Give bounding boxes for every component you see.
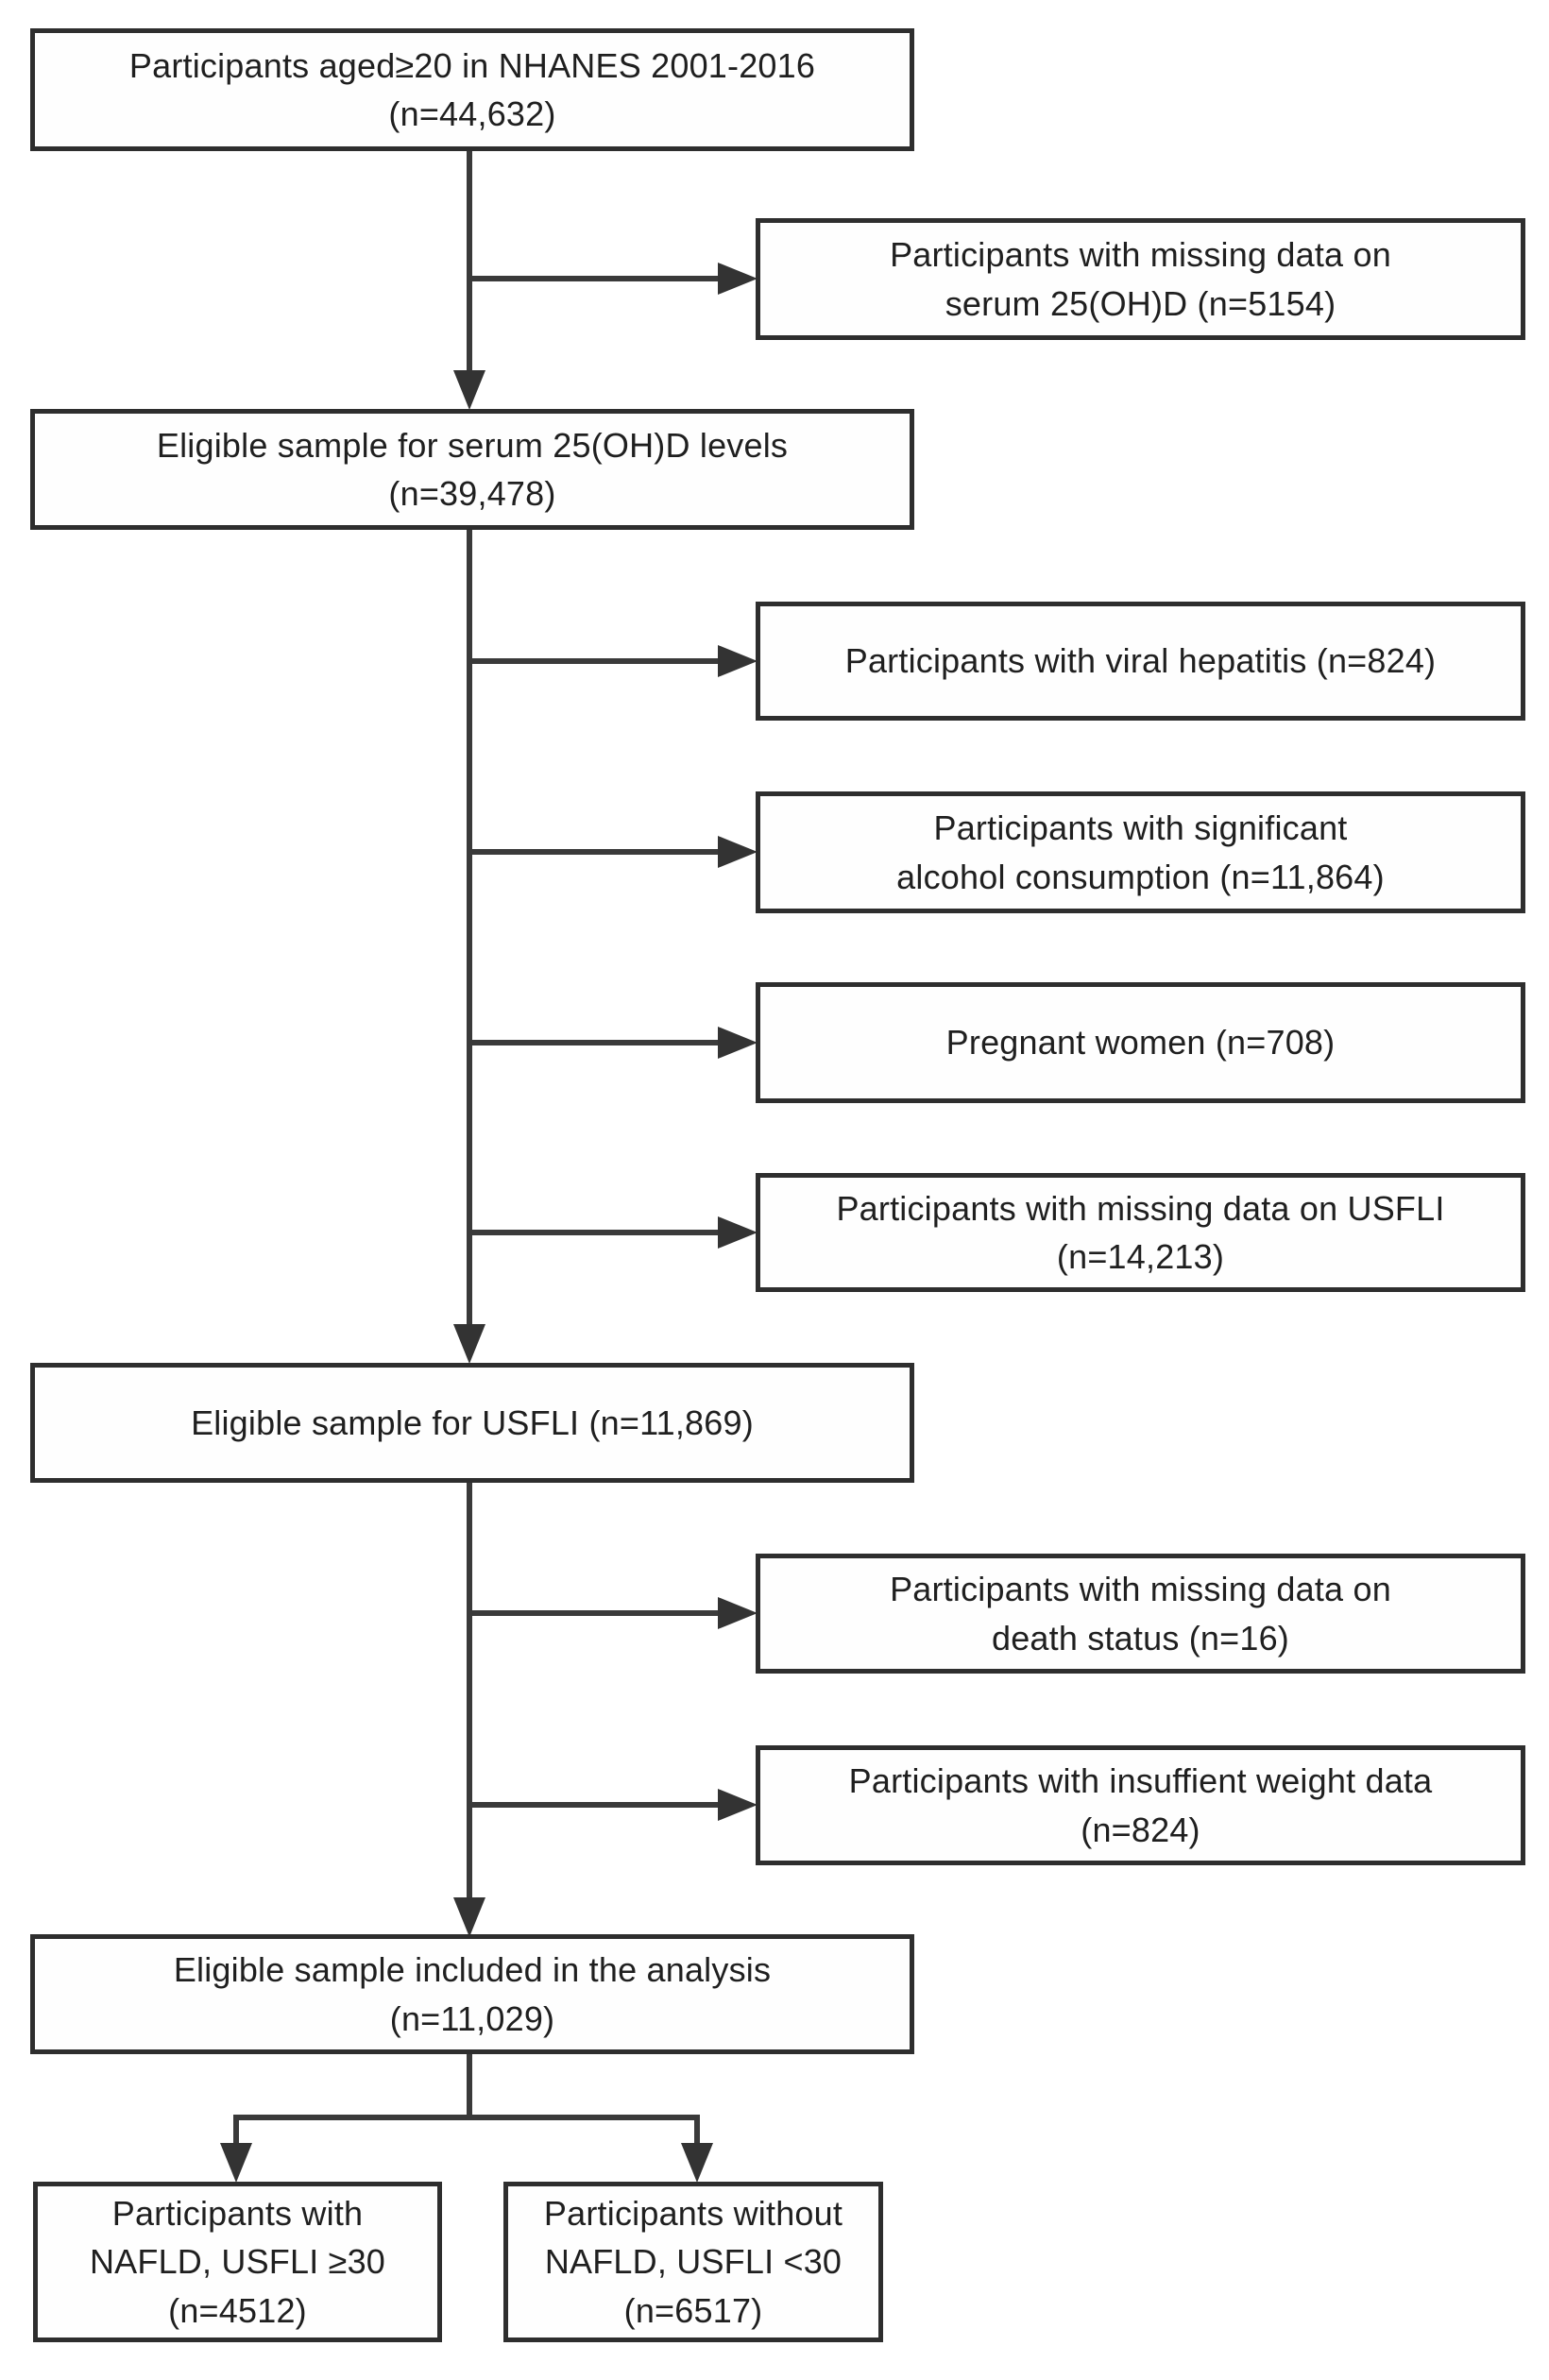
exclusion-box-missing-usfli: Participants with missing data on USFLI … [756,1173,1525,1292]
connector-spine-4 [467,2052,472,2120]
right-arrowhead-7 [718,1789,757,1821]
box-text-line: Participants with significant [933,808,1348,848]
exclusion-box-missing-death-status: Participants with missing data on death … [756,1554,1525,1674]
box-text-line: (n=44,632) [388,94,556,133]
connector-branch-7 [469,1802,719,1808]
box-text-line: Participants with viral hepatitis (n=824… [844,641,1437,681]
exclusion-box-pregnant-women: Pregnant women (n=708) [756,982,1525,1103]
down-arrowhead-1 [453,370,485,410]
down-arrowhead-left [220,2143,252,2183]
box-text-line: Pregnant women (n=708) [945,1023,1336,1062]
connector-branch-6 [469,1610,719,1616]
box-text-line: Eligible sample for serum 25(OH)D levels [156,425,789,465]
right-arrowhead-1 [718,263,757,295]
connector-spine-2 [467,528,472,1327]
flow-box-eligible-serum-25ohd: Eligible sample for serum 25(OH)D levels… [30,409,914,530]
right-arrowhead-6 [718,1597,757,1629]
box-text-line: Eligible sample for USFLI (n=11,869) [191,1402,754,1442]
flow-box-eligible-usfli: Eligible sample for USFLI (n=11,869) [30,1363,914,1483]
exclusion-box-insufficient-weight-data: Participants with insuffient weight data… [756,1745,1525,1865]
box-text-line: (n=14,213) [1056,1237,1225,1276]
box-text-line: alcohol consumption (n=11,864) [896,857,1385,896]
down-arrowhead-3 [453,1897,485,1937]
box-text-line: death status (n=16) [991,1618,1289,1658]
exclusion-box-viral-hepatitis: Participants with viral hepatitis (n=824… [756,602,1525,721]
box-text-line: (n=824) [1081,1810,1200,1849]
connector-spine-1 [467,149,472,374]
connector-branch-2 [469,658,719,664]
box-text-line: Participants with [111,2194,364,2234]
right-arrowhead-3 [718,836,757,868]
box-text-line: Participants with missing data on [890,1570,1391,1609]
right-arrowhead-4 [718,1027,757,1059]
box-text-line: (n=4512) [168,2290,307,2330]
down-arrowhead-right [681,2143,713,2183]
connector-split-right [694,2115,700,2147]
box-text-line: Participants with missing data on [890,235,1391,275]
connector-branch-1 [469,276,719,281]
box-text-line: Participants with insuffient weight data [848,1761,1433,1801]
connector-split-bar [236,2115,700,2120]
right-arrowhead-2 [718,645,757,677]
down-arrowhead-2 [453,1324,485,1364]
outcome-box-no-nafld: Participants without NAFLD, USFLI <30 (n… [503,2182,883,2342]
exclusion-box-missing-serum-25ohd: Participants with missing data on serum … [756,218,1525,340]
box-text-line: (n=11,029) [389,1998,555,2038]
box-text-line: Participants aged≥20 in NHANES 2001-2016 [128,45,816,85]
exclusion-box-alcohol-consumption: Participants with significant alcohol co… [756,791,1525,913]
box-text-line: Participants without [543,2194,843,2234]
box-text-line: serum 25(OH)D (n=5154) [945,283,1336,323]
right-arrowhead-5 [718,1216,757,1249]
connector-branch-5 [469,1230,719,1235]
connector-spine-3 [467,1481,472,1900]
box-text-line: NAFLD, USFLI ≥30 [89,2242,386,2282]
connector-split-left [233,2115,239,2147]
box-text-line: Participants with missing data on USFLI [836,1188,1445,1228]
connector-branch-4 [469,1040,719,1046]
outcome-box-nafld: Participants with NAFLD, USFLI ≥30 (n=45… [33,2182,442,2342]
box-text-line: Eligible sample included in the analysis [173,1950,772,1990]
connector-branch-3 [469,849,719,855]
box-text-line: NAFLD, USFLI <30 [544,2242,843,2282]
flow-box-final-analysis: Eligible sample included in the analysis… [30,1934,914,2054]
flow-box-initial-population: Participants aged≥20 in NHANES 2001-2016… [30,28,914,151]
box-text-line: (n=39,478) [388,474,556,513]
box-text-line: (n=6517) [623,2290,763,2330]
